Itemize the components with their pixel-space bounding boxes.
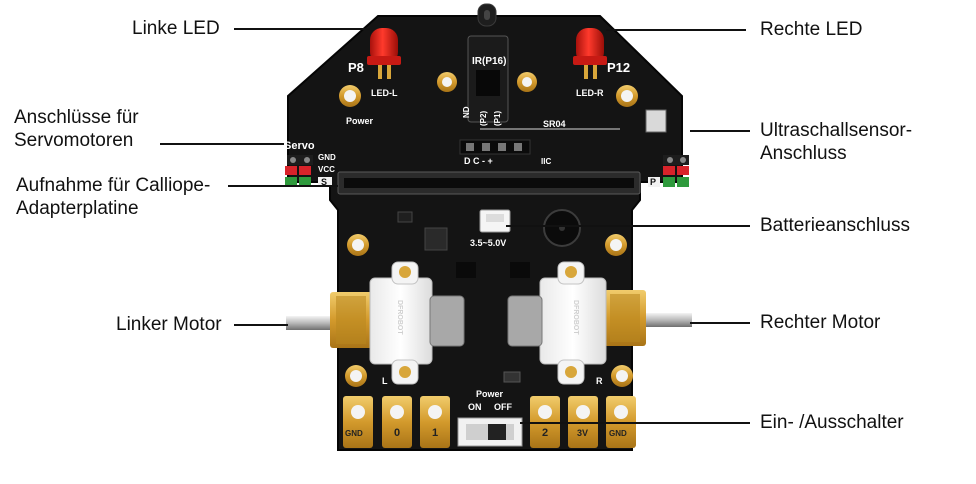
label-power-switch: Ein- /Ausschalter [760, 412, 904, 433]
pad-1-text: 1 [432, 427, 438, 439]
p2-label-text: P2 [677, 191, 687, 200]
gnd-text: GND [318, 153, 336, 162]
s-text: S [321, 177, 327, 187]
p2-text: (P2) [479, 111, 488, 126]
driver-chip-right [510, 262, 530, 278]
right-motor [507, 261, 692, 385]
motor-r-text: R [596, 376, 603, 386]
silkscreen: P8 P12 LED-L LED-R IR(P16) Power Servo G… [284, 56, 687, 439]
pad-gnd-left-text: GND [345, 429, 363, 438]
ultrasonic-header [459, 128, 620, 155]
ir-receiver [477, 3, 497, 27]
pad-gnd-right-text: GND [609, 429, 627, 438]
p1-text: (P1) [493, 111, 502, 126]
led-r-text: LED-R [576, 88, 604, 98]
leader-power-switch [520, 422, 750, 424]
label-battery: Batterieanschluss [760, 215, 910, 236]
leader-left-led [234, 28, 370, 30]
pad-3v-text: 3V [577, 428, 588, 438]
inductor [424, 227, 448, 251]
power-bottom-text: Power [476, 389, 504, 399]
leader-calliope [228, 185, 338, 187]
label-right-led: Rechte LED [760, 19, 863, 40]
iic-text: IIC [541, 157, 551, 166]
left-motor [286, 261, 465, 385]
pad-2-text: 2 [542, 427, 548, 439]
power-top-text: Power [346, 116, 374, 126]
leader-right-motor [690, 322, 750, 324]
calliope-edge-slot [337, 171, 641, 195]
p12-text: P12 [607, 60, 630, 75]
right-led [573, 28, 607, 79]
sensor-headers [663, 155, 689, 187]
sr04-text: SR04 [543, 119, 566, 129]
label-left-led: Linke LED [132, 18, 220, 39]
ir-chip [476, 70, 500, 96]
battery-connector [479, 209, 511, 233]
power-switch [457, 417, 523, 447]
label-calliope-slot: Aufnahme für Calliope- Adapterplatine [16, 175, 211, 219]
label-right-motor: Rechter Motor [760, 312, 881, 333]
p-text: P [650, 177, 656, 187]
ir-text: IR(P16) [472, 56, 506, 67]
driver-chip-left [456, 262, 476, 278]
dc-text: D C - + [464, 156, 493, 166]
voltage-text: 3.5~5.0V [470, 238, 506, 248]
led-l-text: LED-L [371, 88, 398, 98]
leader-right-led [606, 29, 746, 31]
label-left-motor: Linker Motor [116, 314, 222, 335]
on-text: ON [468, 402, 482, 412]
nd-text: ND [462, 106, 471, 118]
leader-servo-ports [160, 143, 284, 145]
off-text: OFF [494, 402, 512, 412]
left-led [367, 28, 401, 79]
s1-text: S1 [301, 191, 311, 200]
leader-battery [506, 225, 750, 227]
vcc-text: VCC [318, 165, 335, 174]
label-ultrasonic: Ultraschallsensor- Anschluss [760, 120, 913, 164]
p8-text: P8 [348, 60, 364, 75]
leader-ultrasonic [690, 130, 750, 132]
small-switch [645, 109, 667, 133]
p1-label-text: P1 [664, 191, 674, 200]
motor-l-text: L [382, 376, 388, 386]
pad-0-text: 0 [394, 427, 400, 439]
leader-left-motor [234, 324, 288, 326]
mounting-holes [339, 72, 638, 387]
label-servo-ports: Anschlüsse für Servomotoren [14, 107, 139, 151]
servo-text: Servo [284, 140, 315, 152]
edge-pads [343, 396, 636, 448]
s2-text: S2 [287, 191, 297, 200]
motor-brand-left: DFROBOT [396, 300, 403, 335]
motor-brand-right: DFROBOT [572, 300, 579, 335]
servo-headers [285, 155, 313, 187]
